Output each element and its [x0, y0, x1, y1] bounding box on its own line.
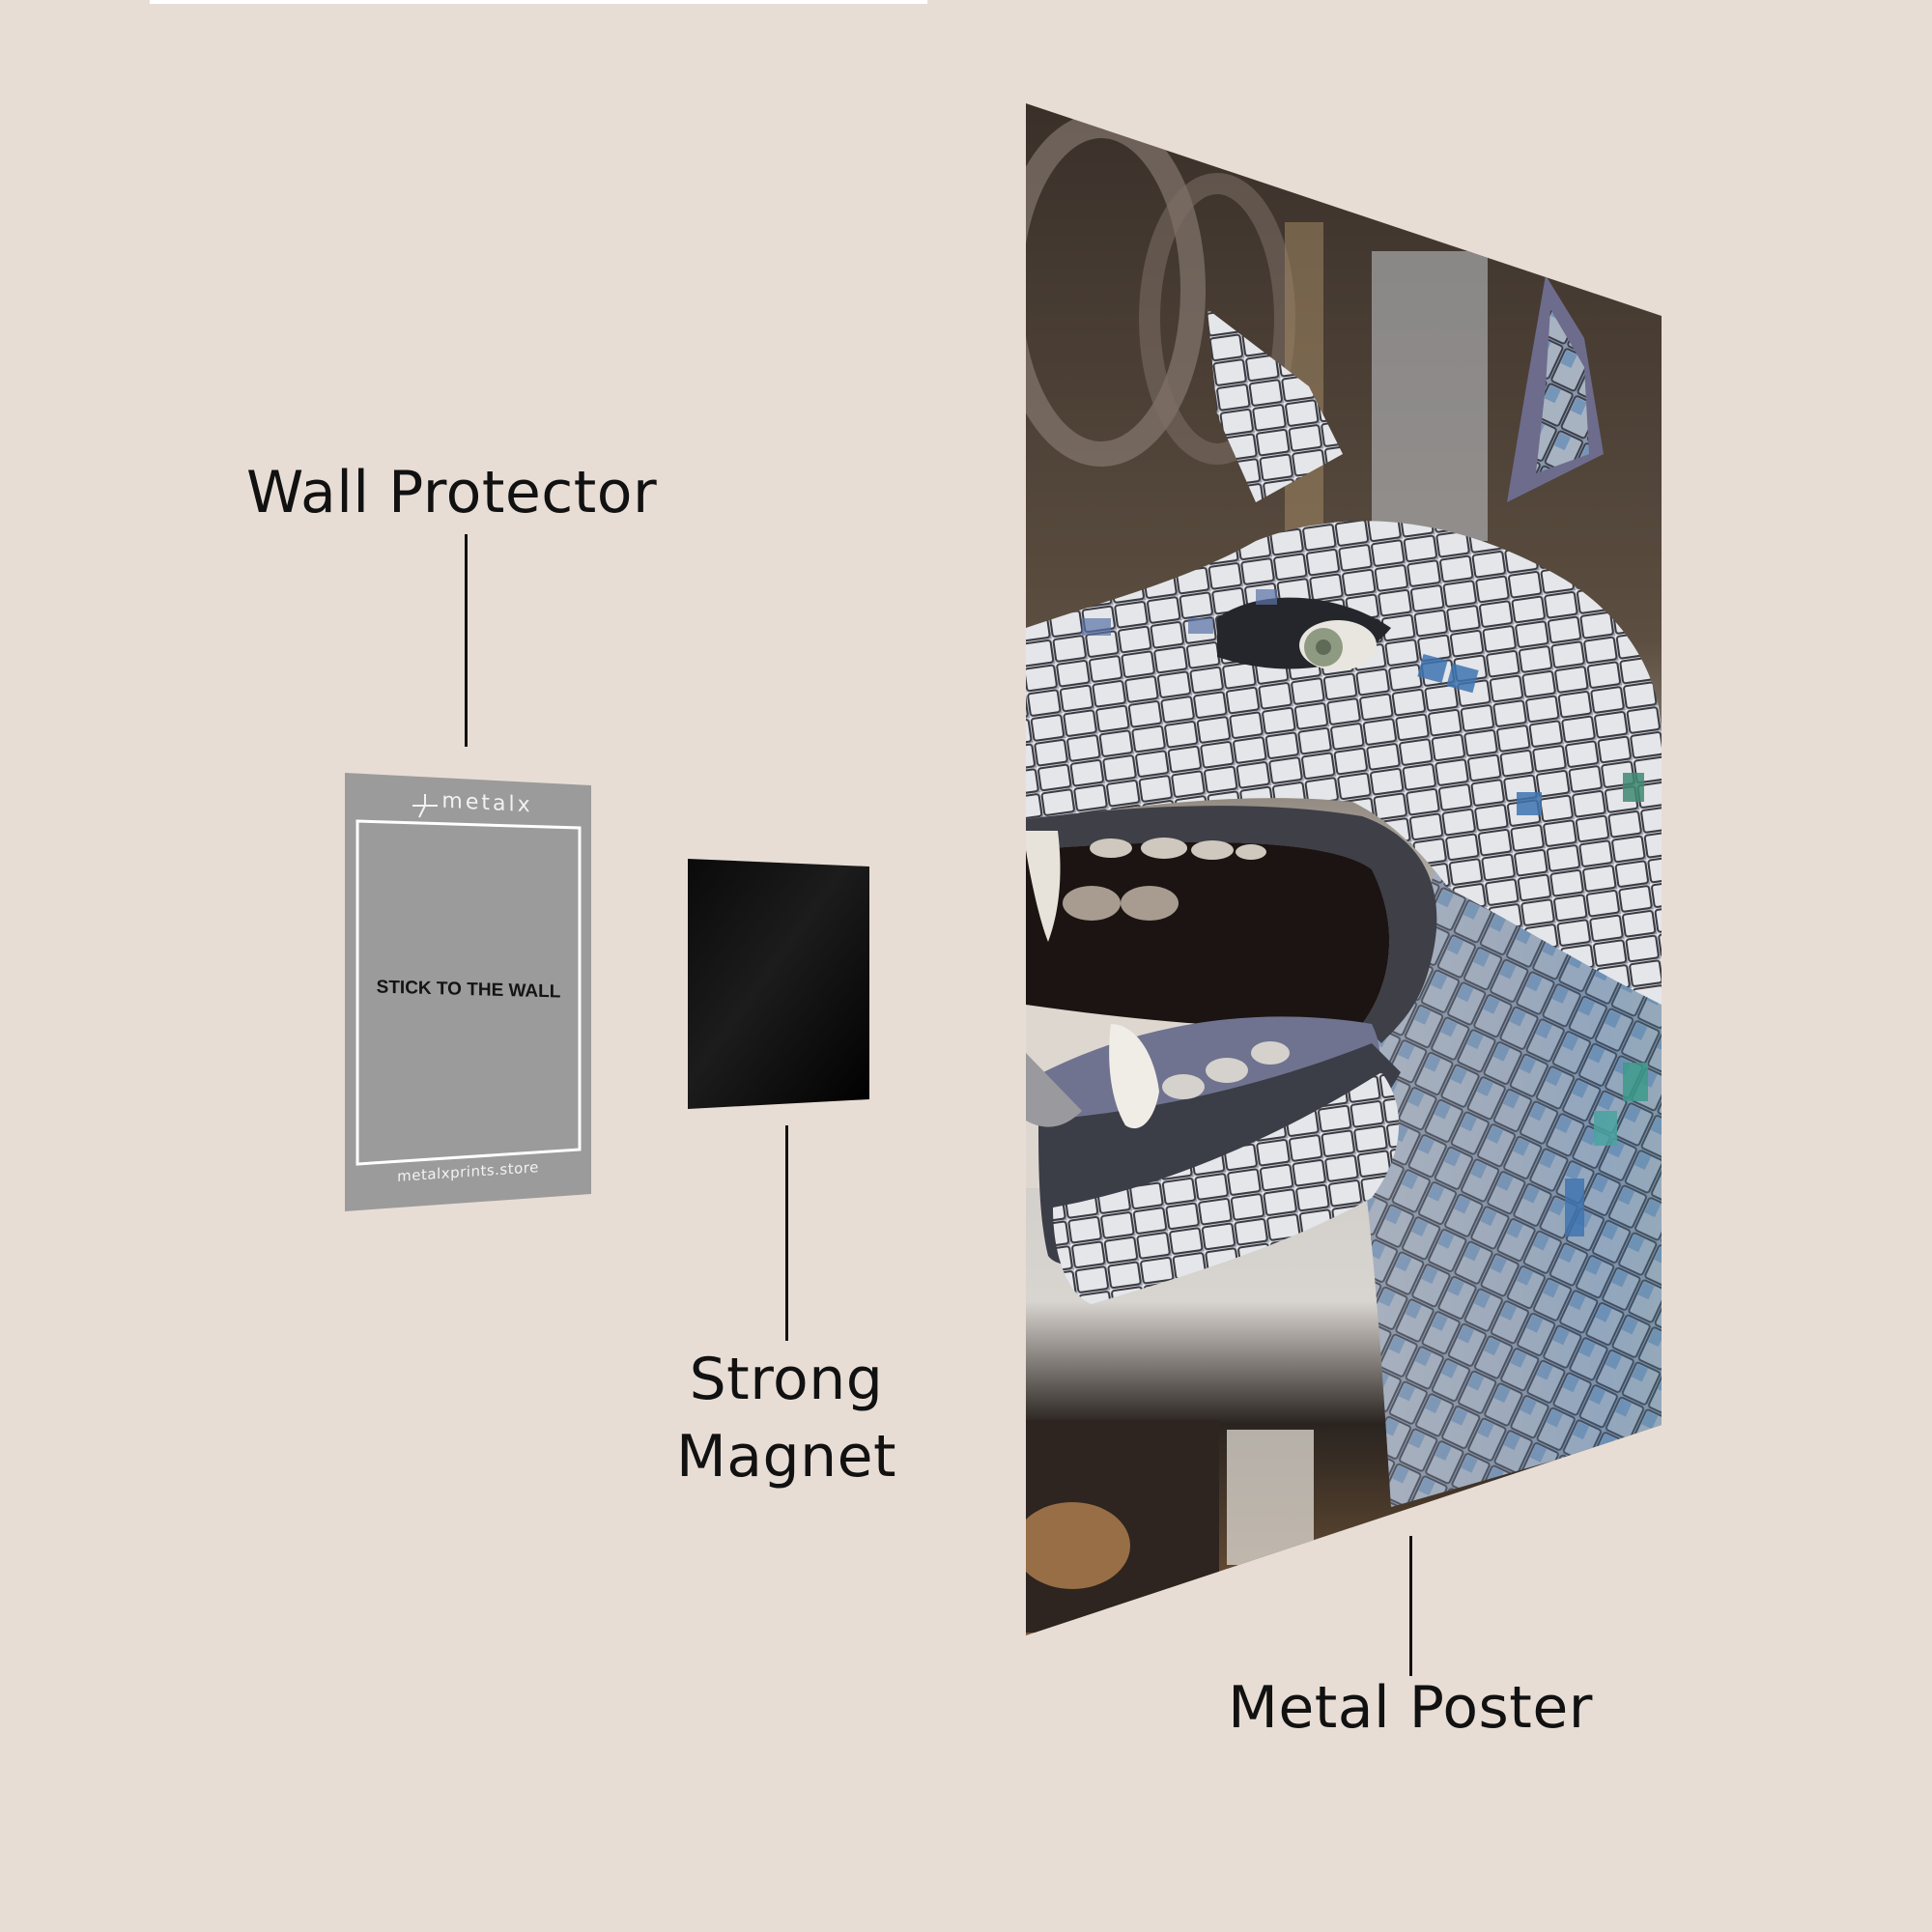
- wall-protector-label: Wall Protector: [246, 459, 658, 526]
- top-edge-bar: [150, 0, 927, 4]
- metal-poster-label: Metal Poster: [1228, 1674, 1593, 1742]
- strong-magnet-label-line1: Strong: [689, 1346, 884, 1413]
- wall-protector-inner-frame: [355, 819, 582, 1166]
- magnet-connector-line: [785, 1125, 788, 1341]
- wolf-left-ear: [1208, 309, 1343, 502]
- wall-protector-connector-line: [465, 534, 468, 747]
- wolf-lower-teeth: [1162, 1041, 1290, 1099]
- wolf-head: [1026, 521, 1662, 1005]
- metalx-logo-icon: [412, 794, 438, 818]
- wolf-lower-fang: [1109, 1024, 1159, 1129]
- wolf-mouth: [1026, 841, 1390, 1028]
- wolf-upper-fang: [1026, 831, 1061, 942]
- poster-connector-line: [1409, 1536, 1412, 1676]
- wall-protector-card: [345, 773, 591, 1211]
- strong-magnet-label-line2: Magnet: [675, 1423, 897, 1491]
- wall-protector-body: [345, 773, 591, 1211]
- wolf-lower-jaw: [1053, 1072, 1400, 1304]
- metal-poster-image: [1026, 103, 1662, 1635]
- strong-magnet-label: Strong Magnet: [641, 1341, 931, 1495]
- wolf-eye: [1217, 597, 1391, 670]
- strong-magnet-plate: [688, 859, 869, 1109]
- wolf-upper-teeth: [1063, 838, 1266, 921]
- wolf-lip: [1026, 806, 1437, 1043]
